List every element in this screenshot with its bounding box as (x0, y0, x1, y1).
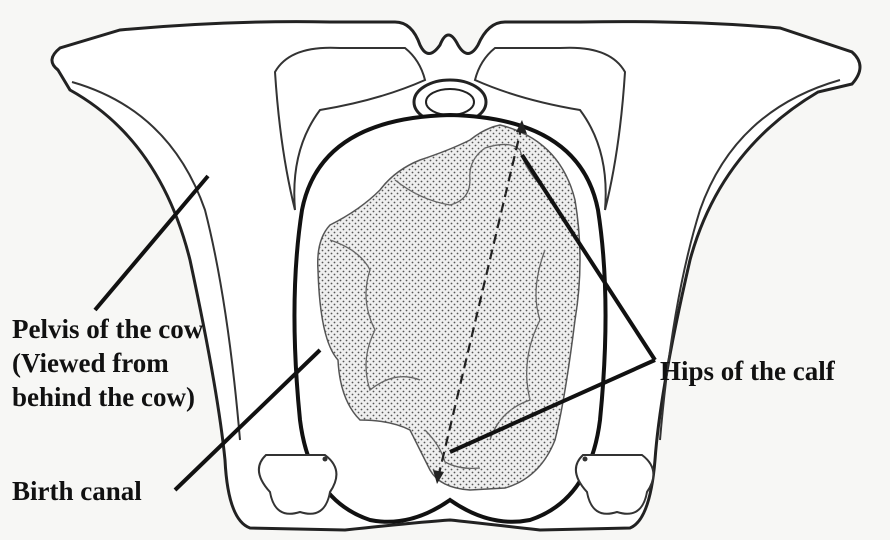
pelvis-label: Pelvis of the cow (Viewed from behind th… (12, 312, 203, 414)
vertebra-ring-inner (426, 89, 474, 115)
birth-canal-label: Birth canal (12, 474, 142, 508)
left-knob-dot (323, 457, 328, 462)
pelvis-label-line3: behind the cow) (12, 380, 203, 414)
right-knob-dot (583, 457, 588, 462)
pelvis-label-line2: (Viewed from (12, 346, 203, 380)
hips-of-calf-label: Hips of the calf (660, 354, 835, 388)
pelvis-label-line1: Pelvis of the cow (12, 312, 203, 346)
